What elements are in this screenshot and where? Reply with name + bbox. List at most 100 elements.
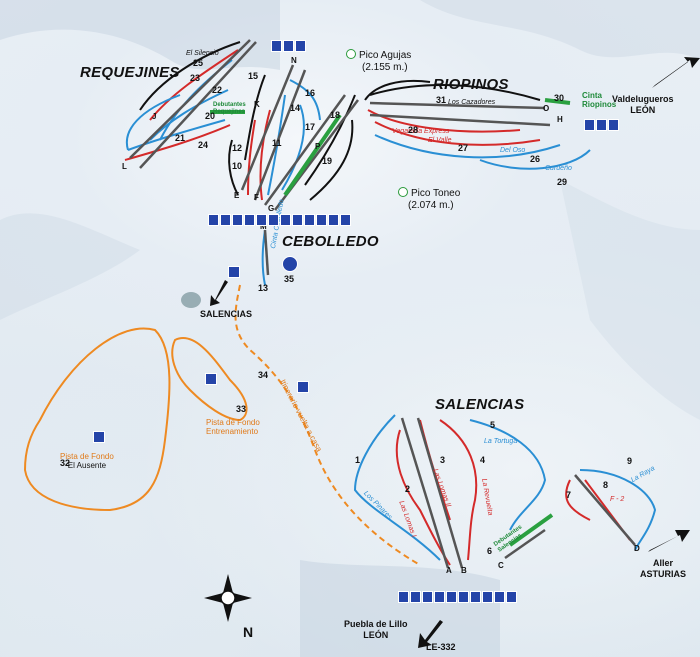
cross-country-icon bbox=[205, 373, 217, 385]
direction-puebla-leon: LEÓN bbox=[363, 630, 389, 640]
lift-M bbox=[263, 229, 270, 276]
debutantes-requejines-label-1: Debutantes bbox=[213, 102, 246, 108]
direction-puebla: Puebla de Lillo LEÓN bbox=[344, 619, 408, 641]
area-label-salencias: SALENCIAS bbox=[435, 396, 525, 413]
lift-green bbox=[283, 113, 342, 197]
run-number: 28 bbox=[408, 125, 419, 135]
skier-icon bbox=[398, 591, 409, 603]
ski-school-icon bbox=[220, 214, 231, 226]
piste-curueno: Curueño bbox=[545, 165, 572, 172]
restaurant-icon bbox=[295, 40, 306, 52]
area-label-cebolledo: CEBOLLEDO bbox=[282, 233, 379, 250]
lift-A bbox=[400, 417, 450, 569]
piste-el-valle: El Valle bbox=[428, 137, 452, 144]
direction-valdelugueros: Valdelugueros LEÓN bbox=[612, 94, 674, 116]
compass-rose bbox=[204, 574, 252, 622]
lift-N-E bbox=[240, 64, 295, 191]
area-label-requejines: REQUEJINES bbox=[80, 64, 180, 81]
run-12 bbox=[228, 139, 239, 196]
run-riopinos-top bbox=[364, 79, 431, 101]
road-le-332: LE-332 bbox=[426, 642, 456, 652]
run-9 bbox=[579, 469, 657, 551]
run-15 bbox=[244, 74, 266, 161]
run-number: 26 bbox=[530, 154, 541, 164]
arrow-salencias-link bbox=[210, 280, 228, 306]
fondo-33-title: Pista de Fondo bbox=[206, 418, 260, 427]
direction-valdelugueros-leon: LEÓN bbox=[630, 105, 656, 115]
run-17 bbox=[281, 104, 305, 191]
run-26 bbox=[374, 134, 561, 159]
run-number: 29 bbox=[557, 177, 568, 187]
cross-country bbox=[23, 284, 421, 566]
piste-del-oso: Del Oso bbox=[500, 147, 526, 154]
lift-G bbox=[263, 94, 347, 206]
restaurant-icon bbox=[256, 214, 267, 226]
run-number: 24 bbox=[198, 140, 209, 150]
run-number: 1 bbox=[355, 455, 361, 465]
peak-toneo-name: Pico Toneo bbox=[411, 188, 461, 199]
peak-agujas-altitude: (2.155 m.) bbox=[362, 62, 408, 73]
north-label: N bbox=[243, 624, 254, 640]
debutantes-requejines-label-2: Requejines bbox=[213, 109, 246, 115]
lift-debutantes-sal bbox=[508, 513, 554, 547]
run-number: 31 bbox=[436, 95, 447, 105]
lift-icon bbox=[232, 214, 243, 226]
lift-icon bbox=[283, 40, 294, 52]
run-number: 20 bbox=[205, 111, 216, 121]
skier-icon bbox=[297, 381, 309, 393]
peak-agujas: Pico Agujas (2.155 m.) bbox=[346, 49, 411, 74]
parking-icon bbox=[280, 214, 291, 226]
arrows bbox=[210, 57, 700, 648]
peak-icon bbox=[346, 49, 356, 59]
run-number: 11 bbox=[272, 138, 282, 148]
run-27 bbox=[374, 121, 541, 146]
run-number: 10 bbox=[232, 161, 243, 171]
riopinos-lifts bbox=[369, 98, 571, 127]
area-label-riopinos: RIOPINOS bbox=[433, 76, 509, 93]
lift-cinta-riopinos bbox=[544, 98, 571, 105]
piste-la-tortuga: La Tortuga bbox=[484, 438, 518, 445]
fondo-32-loop bbox=[23, 327, 171, 512]
lift-letter: E bbox=[234, 191, 240, 200]
first-aid-icon bbox=[458, 591, 469, 603]
run-number: 9 bbox=[627, 456, 633, 466]
run-number: 25 bbox=[193, 58, 204, 68]
itinerary-34-number: 34 bbox=[258, 370, 269, 380]
lift-K bbox=[139, 41, 257, 169]
shop-icon bbox=[304, 214, 315, 226]
run-number: 7 bbox=[566, 490, 572, 500]
fondo-32-label: Pista de Fondo El Ausente bbox=[60, 452, 114, 470]
lift-letter: D bbox=[634, 544, 640, 553]
rental-icon bbox=[244, 214, 255, 226]
fondo-33-number: 33 bbox=[236, 404, 247, 414]
telephone-icon bbox=[340, 214, 351, 226]
peak-toneo: Pico Toneo (2.074 m.) bbox=[398, 187, 460, 212]
cross-country-icon bbox=[93, 431, 105, 443]
peak-icon bbox=[398, 187, 408, 197]
service-icons-top bbox=[271, 40, 306, 52]
lift-letter: P bbox=[315, 142, 321, 151]
run-number: 15 bbox=[248, 71, 259, 81]
run-20 bbox=[149, 89, 229, 141]
lift-letter: H bbox=[557, 115, 563, 124]
fondo-33-label: Pista de Fondo Entrenamiento bbox=[206, 418, 260, 436]
lift-icon bbox=[596, 119, 607, 131]
lift-letter: L bbox=[122, 162, 127, 171]
restaurant-icon bbox=[608, 119, 619, 131]
lift-C bbox=[504, 528, 546, 560]
run-21 bbox=[127, 119, 226, 151]
fondo-32-number: 32 bbox=[60, 458, 71, 468]
skier-icon bbox=[228, 266, 240, 278]
lift-H bbox=[369, 113, 551, 127]
fondo-32-title: Pista de Fondo bbox=[60, 452, 114, 461]
run-2 bbox=[395, 429, 451, 566]
run-number: 30 bbox=[554, 93, 565, 103]
cinta-riopinos-label-2: Riopinos bbox=[582, 100, 617, 109]
arrow-valdelugueros bbox=[652, 57, 700, 88]
lift-B bbox=[416, 417, 464, 569]
run-req-loop bbox=[125, 94, 181, 151]
first-aid-icon bbox=[268, 214, 279, 226]
lift-letter: F bbox=[254, 193, 259, 202]
